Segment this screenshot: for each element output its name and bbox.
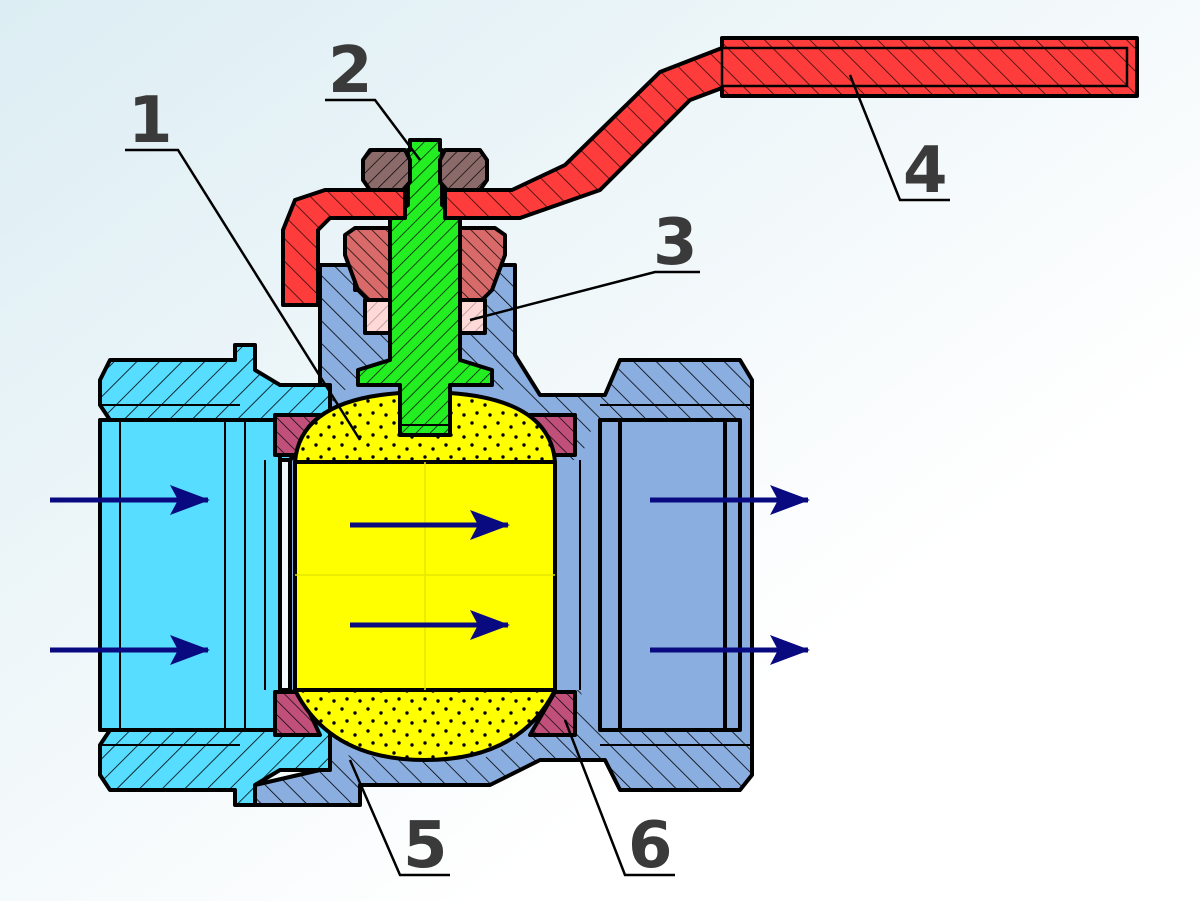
leader-2 — [325, 98, 421, 161]
valve-body-inlet — [98, 343, 332, 807]
leader-1 — [125, 148, 362, 441]
leader-6 — [563, 719, 675, 877]
leader-lines — [125, 74, 950, 877]
label-2: 2 — [328, 34, 373, 108]
handle — [281, 36, 1139, 307]
label-5: 5 — [403, 809, 448, 883]
leader-5 — [348, 759, 450, 877]
ball — [293, 391, 557, 762]
label-1: 1 — [128, 84, 173, 158]
handle-nut — [361, 148, 489, 192]
gland-and-packing — [343, 226, 507, 335]
label-4: 4 — [903, 134, 948, 208]
part-labels: 1 2 3 4 5 6 — [128, 34, 948, 883]
label-3: 3 — [653, 206, 698, 280]
leader-3 — [469, 270, 700, 322]
flow-arrows — [50, 485, 810, 665]
leader-4 — [848, 74, 950, 202]
label-6: 6 — [628, 809, 673, 883]
